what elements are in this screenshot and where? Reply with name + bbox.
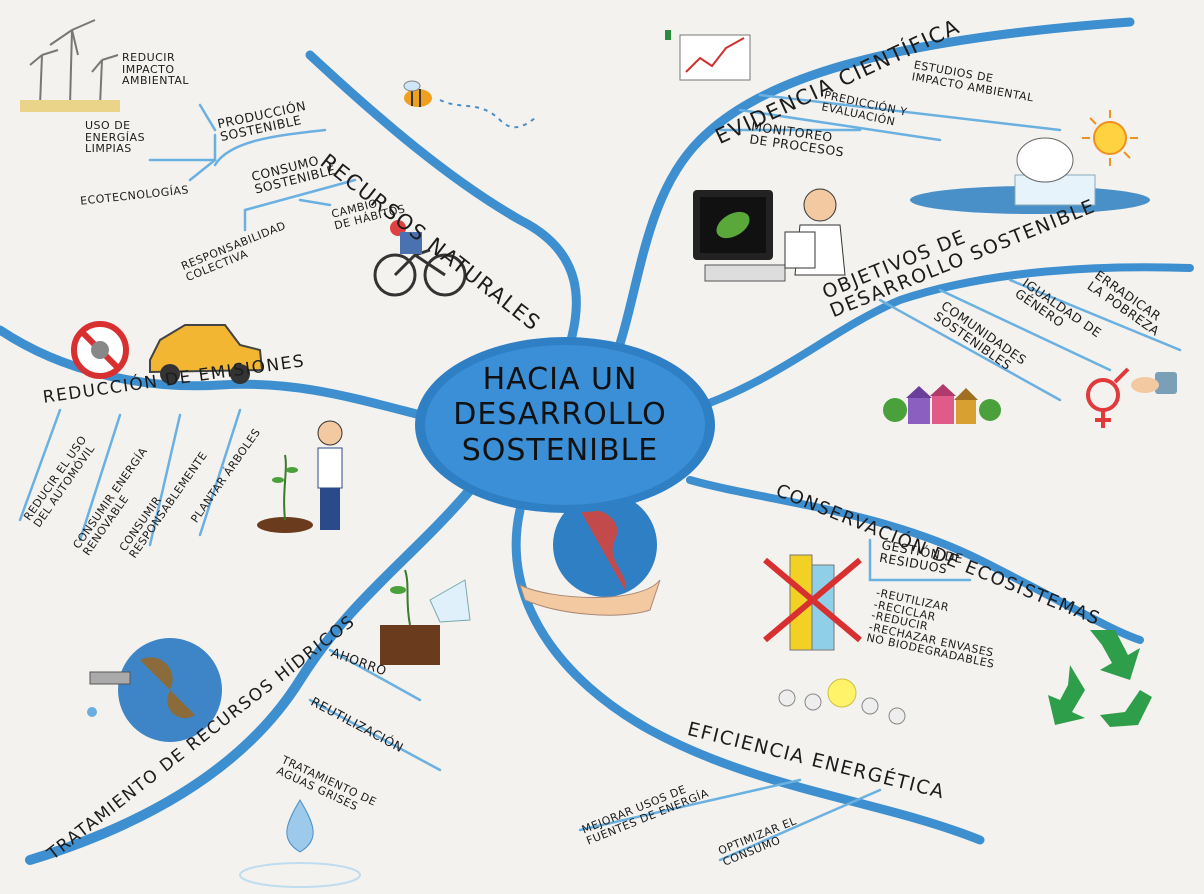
coffee-hand-icon [1131,372,1177,394]
no-plastic-icon [763,554,862,651]
center-line-2: DESARROLLO [453,397,667,433]
cyclist-icon [373,220,467,297]
center-line-1: HACIA UN [482,362,638,397]
car-icon [149,324,264,384]
plant-water-icon [380,569,471,665]
wind-turbine-icon [20,19,120,112]
recycle-icon [1048,630,1152,727]
gender-equality-icon [1086,367,1130,428]
sun-icon [1082,110,1138,166]
globe-hand-icon [519,493,661,616]
tree-planting-icon [257,454,313,533]
houses-icon [883,384,1001,424]
polar-bear-icon [910,137,1150,214]
reducir-impacto: REDUCIR IMPACTO AMBIENTAL [122,51,190,88]
energias-limpias: USO DE ENERGÍAS LIMPIAS [85,119,146,156]
center-line-3: SOSTENIBLE [461,432,659,468]
light-bulbs-icon [778,678,906,725]
scientist-icon [784,188,846,276]
boy-shovel-icon [317,420,343,530]
no-smoke-icon [71,321,129,379]
water-drop-icon [239,799,361,888]
bee-icon [403,80,536,129]
line-chart-icon [665,30,751,81]
earth-faucet-icon [87,638,222,742]
computer-leaf-icon [693,190,786,282]
center-title: HACIA UN DESARROLLO SOSTENIBLE [440,362,680,468]
